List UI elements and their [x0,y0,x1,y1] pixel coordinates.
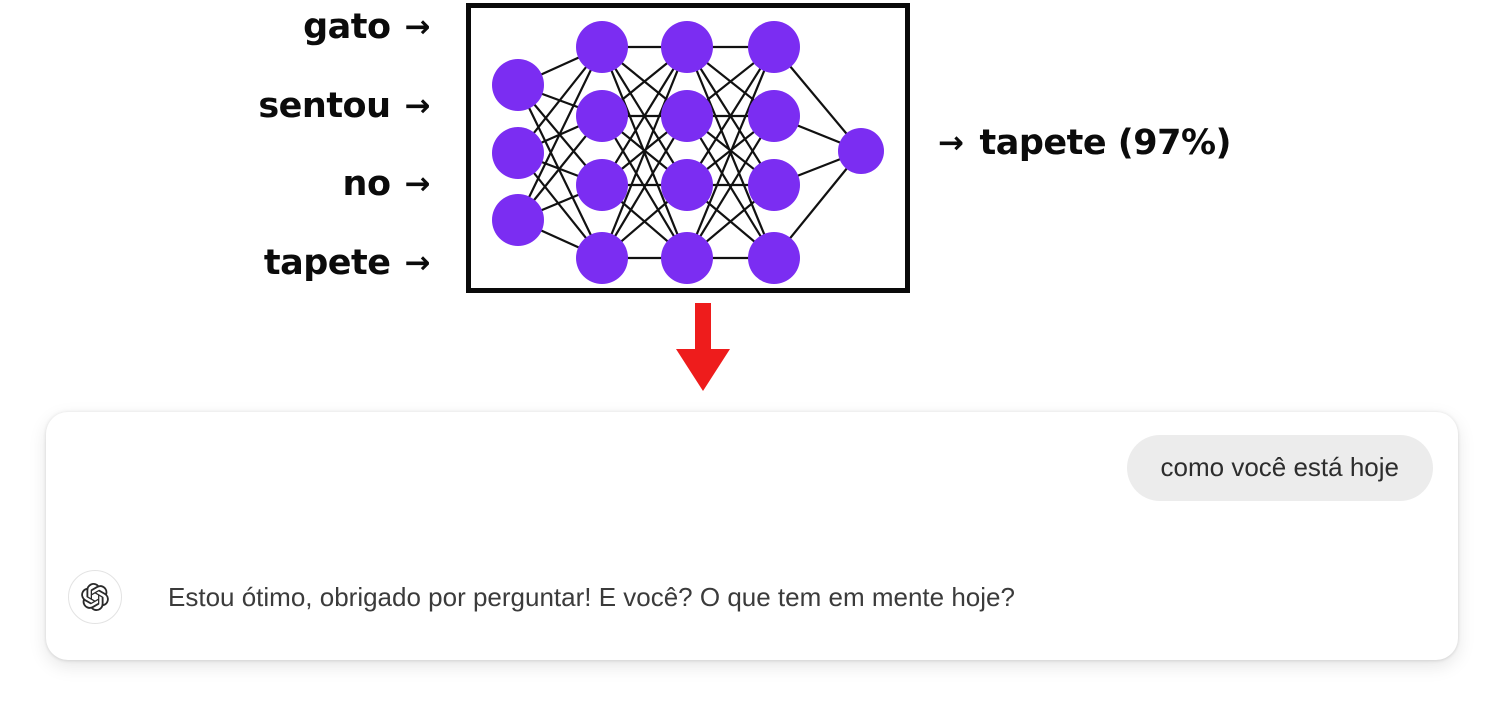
avatar [68,570,122,624]
input-token-row: tapete → [0,243,431,283]
hidden-node [576,232,628,284]
input-node [492,59,544,111]
neural-network-diagram: gato → sentou → no → tapete → [0,0,1232,391]
hidden-node [661,159,713,211]
openai-logo-icon [81,583,109,611]
arrow-right-icon: → [938,125,964,161]
user-message-row: como você está hoje [1126,435,1433,501]
input-token-label: gato [303,7,391,47]
network-edges [517,45,862,260]
hidden-node [661,90,713,142]
assistant-message-text: Estou ótimo, obrigado por perguntar! E v… [168,582,1015,612]
input-token-label: tapete [263,243,391,283]
input-token-label: sentou [258,86,391,126]
hidden-node [661,21,713,73]
input-token-list: gato → sentou → no → tapete → [0,0,430,300]
input-token-row: gato → [0,10,430,45]
input-token-row: no → [0,164,431,204]
arrow-right-icon: → [404,166,431,202]
input-node [492,127,544,179]
neural-network-box [466,3,910,293]
network-nodes [492,21,884,284]
arrow-right-icon: → [404,9,431,45]
prediction-output-label: → tapete (97%) [938,123,1232,163]
hidden-node [576,21,628,73]
hidden-node [576,90,628,142]
input-token-row: sentou → [0,89,430,124]
hidden-node [576,159,628,211]
assistant-message-row: Estou ótimo, obrigado por perguntar! E v… [68,570,1015,624]
arrow-right-icon: → [404,245,431,281]
red-down-arrow-icon [676,303,730,391]
hidden-node [748,232,800,284]
input-node [492,194,544,246]
prediction-text: tapete (97%) [979,123,1232,163]
input-token-label: no [342,164,391,204]
hidden-node [748,21,800,73]
hidden-node [748,159,800,211]
arrow-right-icon: → [404,88,431,124]
output-node [838,128,884,174]
network-graph [492,21,884,284]
hidden-node [661,232,713,284]
hidden-node [748,90,800,142]
user-message-bubble: como você está hoje [1126,435,1433,501]
chat-panel: como você está hoje Estou ótimo, obrigad… [46,412,1458,660]
